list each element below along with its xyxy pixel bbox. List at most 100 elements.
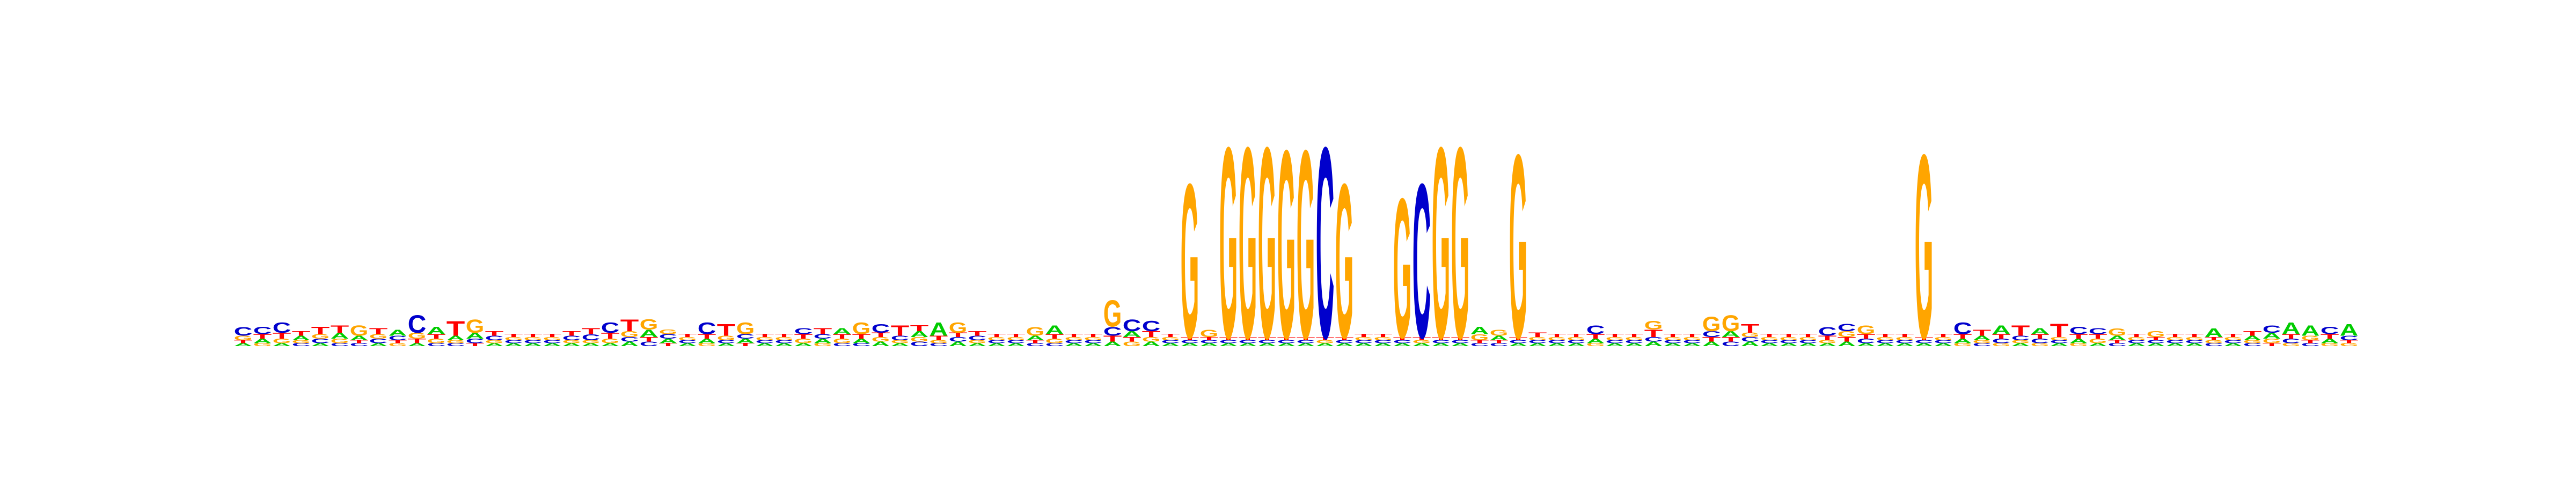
logo-letter-g: G: [543, 336, 562, 341]
logo-letter-a: A: [2224, 342, 2243, 347]
logo-letter-a: A: [910, 330, 929, 339]
logo-letter-t: T: [1741, 321, 1760, 335]
logo-letter-c: C: [369, 338, 388, 345]
logo-letter-t: T: [2031, 333, 2050, 340]
logo-letter-t: T: [485, 330, 504, 337]
logo-letter-a: A: [1451, 342, 1470, 347]
logo-letter-a: A: [543, 342, 562, 347]
logo-letter-t: T: [1335, 336, 1354, 341]
logo-letter-t: T: [910, 324, 929, 333]
logo-letter-t: T: [2069, 333, 2088, 340]
logo-letter-t: T: [1316, 336, 1335, 341]
logo-letter-c: C: [524, 340, 543, 345]
logo-letter-g: G: [1142, 336, 1161, 343]
logo-letter-t: T: [1297, 336, 1315, 341]
logo-letter-t: T: [968, 330, 987, 337]
logo-letter-g: G: [1934, 336, 1953, 341]
logo-letter-a: A: [1103, 341, 1122, 348]
logo-letter-a: A: [852, 338, 871, 345]
logo-letter-c: C: [1161, 340, 1180, 345]
logo-letter-c: C: [1142, 318, 1161, 334]
logo-letter-t: T: [717, 320, 736, 339]
logo-letter-t: T: [1007, 333, 1026, 338]
logo-letter-g: G: [659, 328, 678, 335]
logo-letter-c: C: [1239, 340, 1257, 345]
logo-letter-t: T: [1760, 333, 1779, 338]
logo-letter-g: G: [2011, 339, 2030, 344]
logo-letter-g: G: [1625, 336, 1644, 341]
logo-letter-c: C: [1992, 338, 2011, 345]
logo-letter-c: C: [1200, 340, 1219, 345]
logo-letter-t: T: [466, 342, 485, 347]
logo-letter-c: C: [1316, 90, 1335, 396]
logo-letter-t: T: [2089, 333, 2107, 340]
logo-letter-a: A: [2185, 342, 2204, 347]
logo-letter-t: T: [1413, 336, 1431, 341]
logo-letter-c: C: [1258, 340, 1277, 345]
logo-letter-a: A: [1838, 341, 1856, 348]
logo-letter-g: G: [562, 339, 581, 344]
logo-letter-a: A: [582, 342, 601, 347]
logo-letter-g: G: [1065, 336, 1084, 341]
logo-letter-a: A: [678, 342, 697, 347]
logo-letter-c: C: [1625, 340, 1644, 345]
logo-letter-g: G: [331, 338, 349, 345]
logo-letter-g: G: [408, 331, 427, 340]
logo-letter-a: A: [1915, 342, 1934, 347]
logo-letter-c: C: [1780, 340, 1798, 345]
logo-letter-a: A: [1123, 330, 1141, 339]
logo-letter-c: C: [1509, 340, 1528, 345]
logo-letter-g: G: [582, 339, 601, 344]
logo-letter-a: A: [949, 341, 968, 348]
logo-letter-a: A: [2282, 319, 2301, 338]
logo-letter-c: C: [1838, 321, 1856, 333]
logo-letter-a: A: [234, 342, 253, 347]
logo-letter-g: G: [872, 336, 890, 343]
logo-letter-g: G: [2263, 338, 2281, 345]
logo-letter-t: T: [601, 331, 620, 341]
logo-letter-t: T: [1973, 328, 1992, 338]
logo-letter-t: T: [1258, 336, 1277, 341]
logo-letter-a: A: [833, 327, 852, 336]
logo-letter-a: A: [1992, 323, 2011, 336]
logo-letter-c: C: [1567, 340, 1586, 345]
logo-letter-c: C: [2031, 338, 2050, 345]
logo-letter-t: T: [2301, 339, 2320, 344]
logo-letter-c: C: [2243, 342, 2262, 347]
logo-letter-c: C: [1297, 340, 1315, 345]
logo-letter-t: T: [1625, 333, 1644, 338]
logo-letter-g: G: [369, 333, 388, 340]
logo-letter-t: T: [891, 323, 910, 339]
logo-letter-c: C: [2127, 340, 2146, 345]
logo-letter-c: C: [1857, 338, 1876, 345]
logo-letter-g: G: [1026, 324, 1045, 338]
logo-letter-c: C: [1934, 340, 1953, 345]
logo-letter-t: T: [1355, 333, 1373, 338]
logo-letter-c: C: [582, 333, 601, 342]
logo-letter-c: C: [1123, 316, 1141, 335]
logo-letter-g: G: [389, 342, 407, 347]
logo-letter-g: G: [466, 316, 485, 337]
logo-letter-t: T: [756, 333, 774, 338]
logo-letter-t: T: [1799, 333, 1818, 338]
logo-letter-a: A: [2069, 338, 2088, 345]
logo-letter-c: C: [1606, 340, 1624, 345]
logo-letter-c: C: [1818, 324, 1837, 338]
logo-letter-a: A: [1026, 334, 1045, 341]
logo-letter-a: A: [1934, 342, 1953, 347]
logo-letter-t: T: [2321, 333, 2339, 340]
logo-letter-a: A: [601, 342, 620, 347]
logo-letter-g: G: [1838, 330, 1856, 339]
logo-letter-g: G: [1393, 158, 1412, 380]
logo-letter-t: T: [1567, 333, 1586, 338]
logo-letter-c: C: [504, 340, 523, 345]
logo-letter-c: C: [1413, 137, 1431, 384]
logo-letter-t: T: [1548, 333, 1567, 338]
logo-letter-g: G: [2205, 339, 2223, 344]
logo-letter-g: G: [814, 342, 832, 347]
logo-letter-c: C: [1953, 319, 1972, 338]
logo-letter-c: C: [2050, 340, 2069, 345]
logo-letter-c: C: [292, 342, 311, 347]
logo-letter-t: T: [794, 333, 813, 340]
